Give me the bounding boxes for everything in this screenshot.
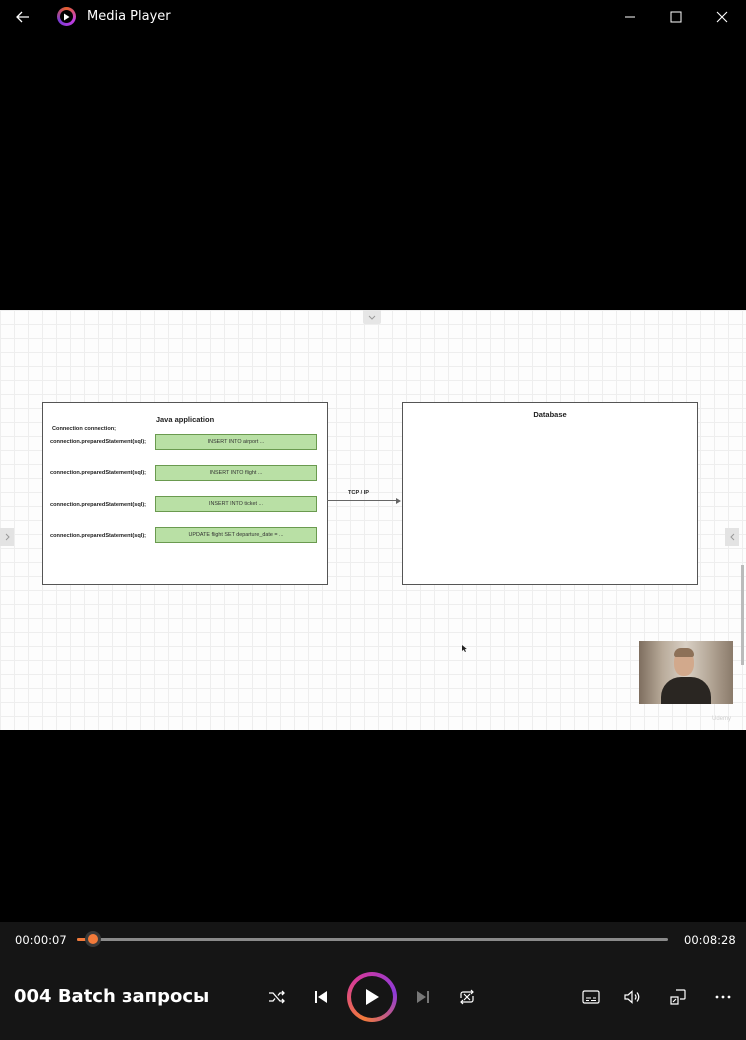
more-icon[interactable]: [708, 982, 738, 1012]
sql-statement: INSERT INTO ticket ...: [155, 496, 317, 512]
subtitles-icon[interactable]: [576, 982, 606, 1012]
media-title: 004 Batch запросы: [14, 986, 210, 1007]
title-bar: Media Player: [0, 0, 746, 33]
sql-statement: INSERT INTO flight ...: [155, 465, 317, 481]
repeat-icon[interactable]: [452, 982, 482, 1012]
playback-controls: 00:00:07 00:08:28 004 Batch запросы: [0, 922, 746, 1040]
scrollbar: [741, 565, 744, 665]
presenter-webcam: [639, 641, 733, 704]
minimize-icon[interactable]: [617, 4, 643, 30]
next-icon[interactable]: [408, 982, 438, 1012]
window-title: Media Player: [87, 9, 171, 24]
chevron-right-icon: [0, 528, 14, 546]
mouse-cursor-icon: [462, 637, 467, 656]
play-button[interactable]: [347, 972, 397, 1022]
close-icon[interactable]: [709, 4, 735, 30]
database-box: Database: [402, 402, 698, 585]
chevron-down-icon: [363, 310, 381, 324]
media-player-logo-icon: [57, 7, 76, 26]
seek-bar[interactable]: [77, 938, 668, 941]
java-box-title: Java application: [155, 415, 215, 424]
java-application-box: Java application Connection connection; …: [42, 402, 328, 585]
back-arrow-icon[interactable]: [10, 6, 36, 28]
row-label: connection.preparedStatement(sql);: [50, 533, 147, 539]
play-icon: [351, 976, 393, 1018]
arrow-label: TCP / IP: [348, 490, 370, 496]
volume-icon[interactable]: [618, 982, 648, 1012]
chevron-left-icon: [725, 528, 739, 546]
arrow-head: [396, 497, 401, 504]
row-label: connection.preparedStatement(sql);: [50, 502, 147, 508]
cast-icon[interactable]: [663, 982, 693, 1012]
current-time: 00:00:07: [15, 933, 67, 947]
watermark: Udemy: [712, 716, 732, 722]
shuffle-icon[interactable]: [262, 982, 292, 1012]
previous-icon[interactable]: [306, 982, 336, 1012]
total-time: 00:08:28: [684, 933, 736, 947]
sql-statement: INSERT INTO airport ...: [155, 434, 317, 450]
row-label: connection.preparedStatement(sql);: [50, 439, 147, 445]
seek-thumb[interactable]: [85, 931, 102, 947]
database-box-title: Database: [533, 410, 567, 419]
maximize-icon[interactable]: [663, 4, 689, 30]
sql-statement: UPDATE flight SET departure_date = ...: [155, 527, 317, 543]
connection-label: Connection connection;: [52, 426, 117, 432]
connection-arrow: [327, 500, 397, 501]
video-frame[interactable]: Java application Connection connection; …: [0, 310, 746, 730]
row-label: connection.preparedStatement(sql);: [50, 470, 147, 476]
